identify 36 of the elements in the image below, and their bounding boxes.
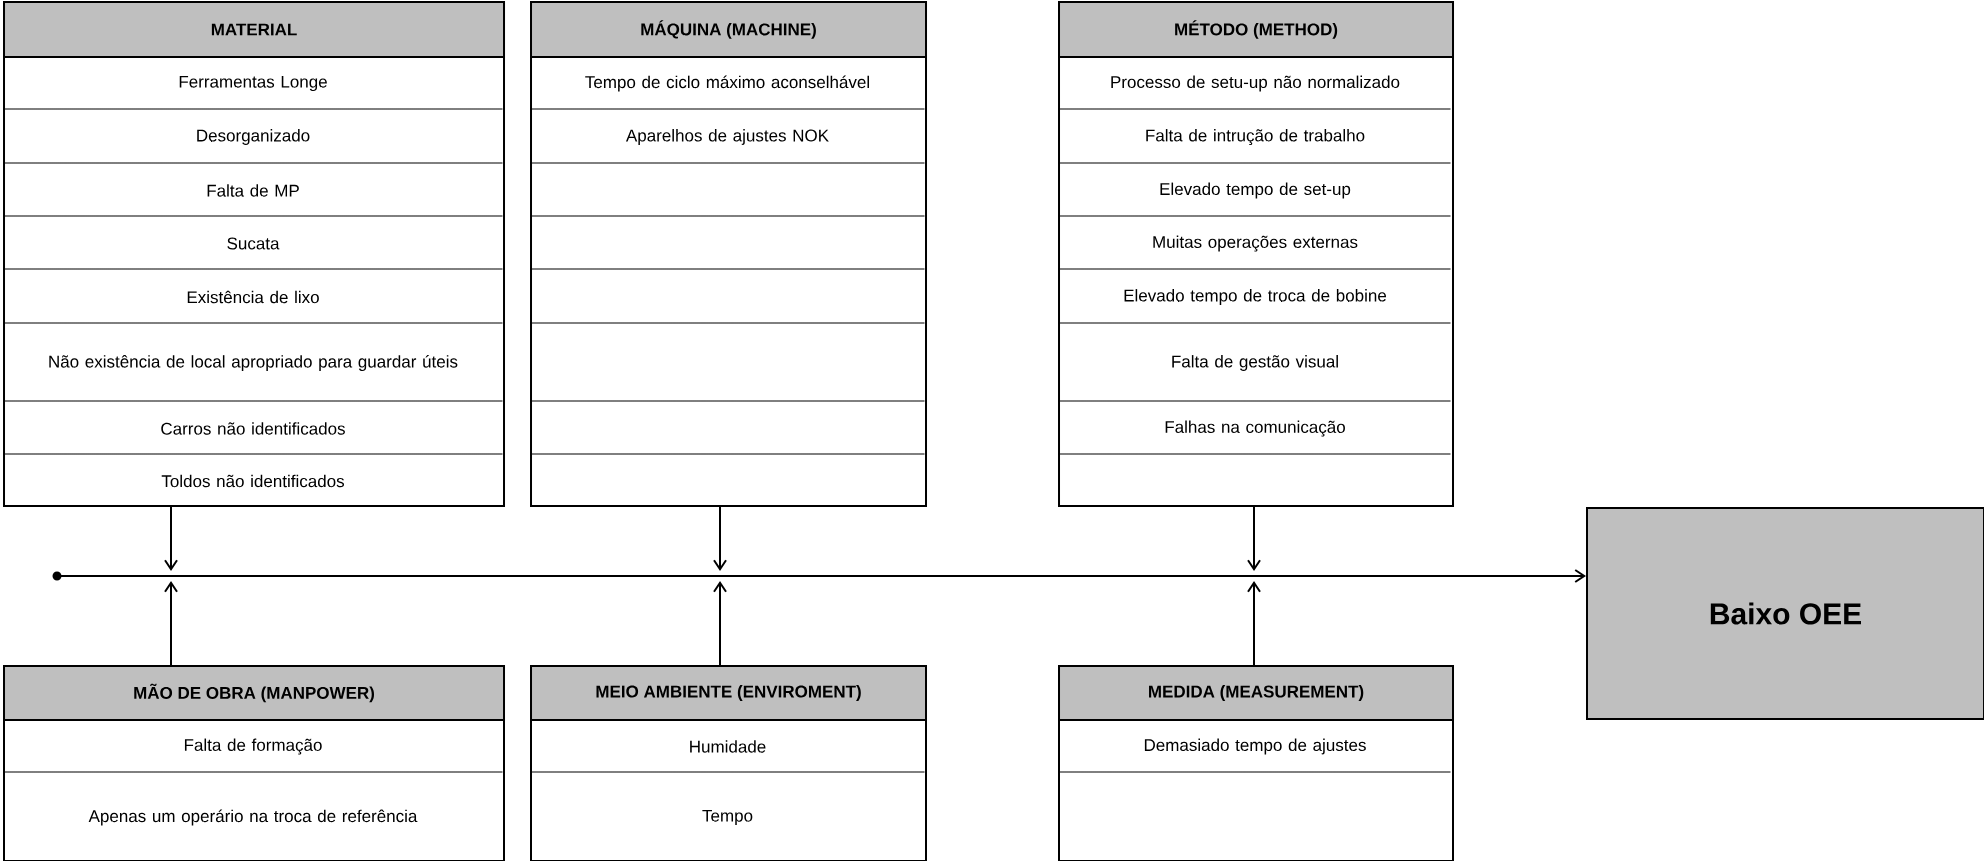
cause-text: Existência de lixo xyxy=(187,290,319,304)
cause-text: Falta de gestão visual xyxy=(1172,355,1338,371)
table-header: MÉTODO (METHOD) xyxy=(1058,1,1454,58)
cause-text: Falta de MP xyxy=(207,184,299,197)
cause-text: Processo de setu-up não normalizado xyxy=(1111,75,1400,92)
arrow xyxy=(713,506,727,571)
cause-text: Não existência de local apropriado para guardar úteis xyxy=(49,355,458,371)
result-box: Baixo OEE xyxy=(1586,507,1984,720)
cause-text: Carros não identificados xyxy=(161,422,345,435)
arrow xyxy=(1247,581,1261,666)
table-header: MEIO AMBIENTE (ENVIROMENT) xyxy=(530,665,927,721)
table-header: MEDIDA (MEASUREMENT) xyxy=(1058,665,1454,721)
cause-text: Apenas um operário na troca de referência xyxy=(88,809,418,826)
cause-text: Toldos não identificados xyxy=(161,474,344,488)
cause-text: Falta de intrução de trabalho xyxy=(1146,129,1365,145)
cause-text: Humidade xyxy=(690,740,766,753)
arrow xyxy=(713,581,727,666)
cause-text: Ferramentas Longe xyxy=(179,75,327,92)
arrow xyxy=(164,506,178,571)
arrow xyxy=(164,581,178,666)
cause-text: Desorganizado xyxy=(197,129,310,145)
cause-text: Tempo xyxy=(702,809,753,826)
table-header: MÁQUINA (MACHINE) xyxy=(530,1,927,58)
cause-text: Sucata xyxy=(227,237,280,250)
cause-text: Falta de formação xyxy=(184,738,322,755)
cause-text: Demasiado tempo de ajustes xyxy=(1144,738,1366,755)
spine-arrow xyxy=(60,569,1586,583)
cause-text: Falhas na comunicação xyxy=(1165,420,1345,437)
cause-text: Aparelhos de ajustes NOK xyxy=(625,129,829,145)
cause-text: Elevado tempo de set-up xyxy=(1160,182,1351,199)
table-header: MÃO DE OBRA (MANPOWER) xyxy=(3,665,505,721)
cause-text: Muitas operações externas xyxy=(1153,235,1358,252)
cause-text: Tempo de ciclo máximo aconselhável xyxy=(585,75,869,92)
cause-text: Elevado tempo de troca de bobine xyxy=(1124,289,1387,305)
table-header: MATERIAL xyxy=(3,1,505,58)
arrow xyxy=(1247,506,1261,571)
